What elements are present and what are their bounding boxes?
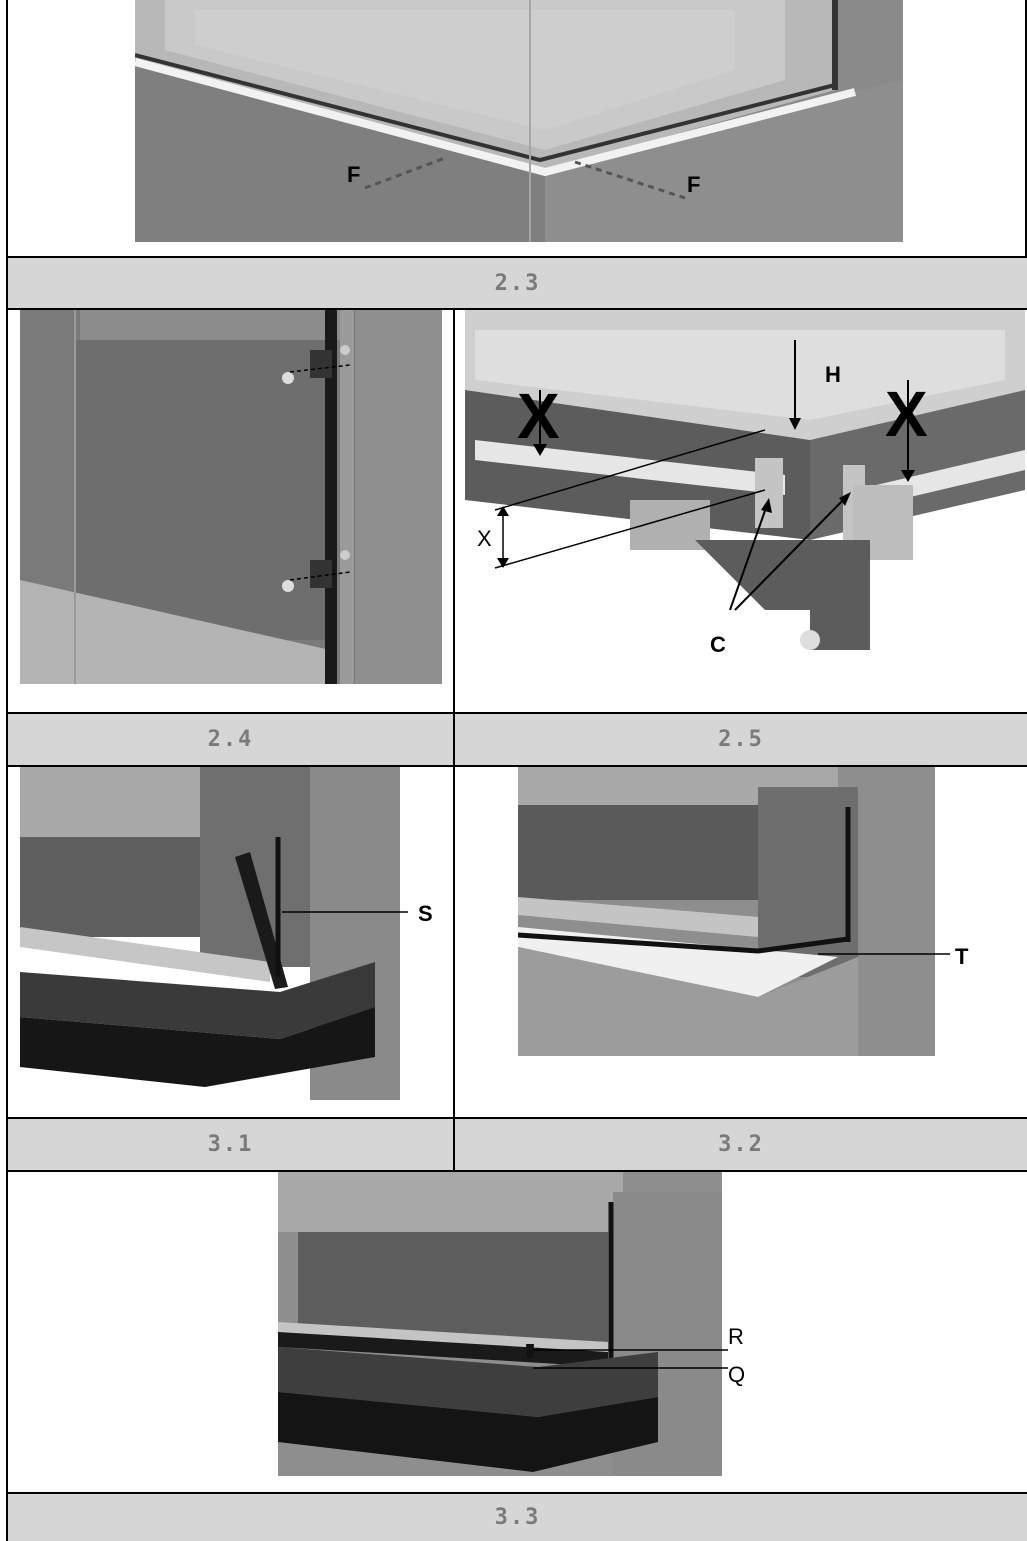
label-c: C — [710, 632, 726, 657]
caption-2-3: 2.3 — [8, 258, 1027, 308]
caption-2-5: 2.5 — [455, 714, 1027, 765]
label-r: R — [728, 1324, 744, 1349]
grid-line-right-top — [1025, 0, 1027, 310]
grid-line-1 — [6, 256, 1027, 258]
grid-line-5 — [6, 1117, 1027, 1119]
figure-3-3-illustration — [278, 1172, 722, 1476]
figure-3-2-illustration — [518, 767, 935, 1056]
figure-2-5-illustration: H X C X X — [465, 310, 1025, 670]
grid-line-2 — [6, 308, 1027, 310]
figure-3-3-label-layer: R Q — [722, 1324, 745, 1387]
label-h: H — [825, 362, 841, 387]
grid-line-left — [6, 0, 8, 1541]
figure-2-3-illustration: F F — [135, 0, 903, 242]
caption-3-1: 3.1 — [8, 1119, 453, 1170]
label-t: T — [955, 944, 969, 969]
label-x-dimension: X — [477, 526, 492, 551]
figure-3-1-label-layer: S — [400, 901, 433, 926]
grid-line-3 — [6, 712, 1027, 714]
caption-3-2: 3.2 — [455, 1119, 1027, 1170]
figure-3-2-label-layer: T — [935, 944, 969, 969]
label-f-right: F — [687, 172, 700, 197]
figure-2-4-illustration — [20, 310, 442, 684]
label-q: Q — [728, 1362, 745, 1387]
cross-mark-right: X — [885, 378, 928, 450]
grid-line-middle — [453, 308, 455, 1172]
figure-3-1-illustration — [20, 767, 400, 1100]
caption-3-3: 3.3 — [8, 1494, 1027, 1541]
label-f-left: F — [347, 162, 360, 187]
grid-line-6 — [6, 1170, 1027, 1172]
cross-mark-left: X — [517, 380, 560, 452]
caption-2-4: 2.4 — [8, 714, 453, 765]
label-s: S — [418, 901, 433, 926]
grid-line-7 — [6, 1492, 1027, 1494]
grid-line-4 — [6, 765, 1027, 767]
